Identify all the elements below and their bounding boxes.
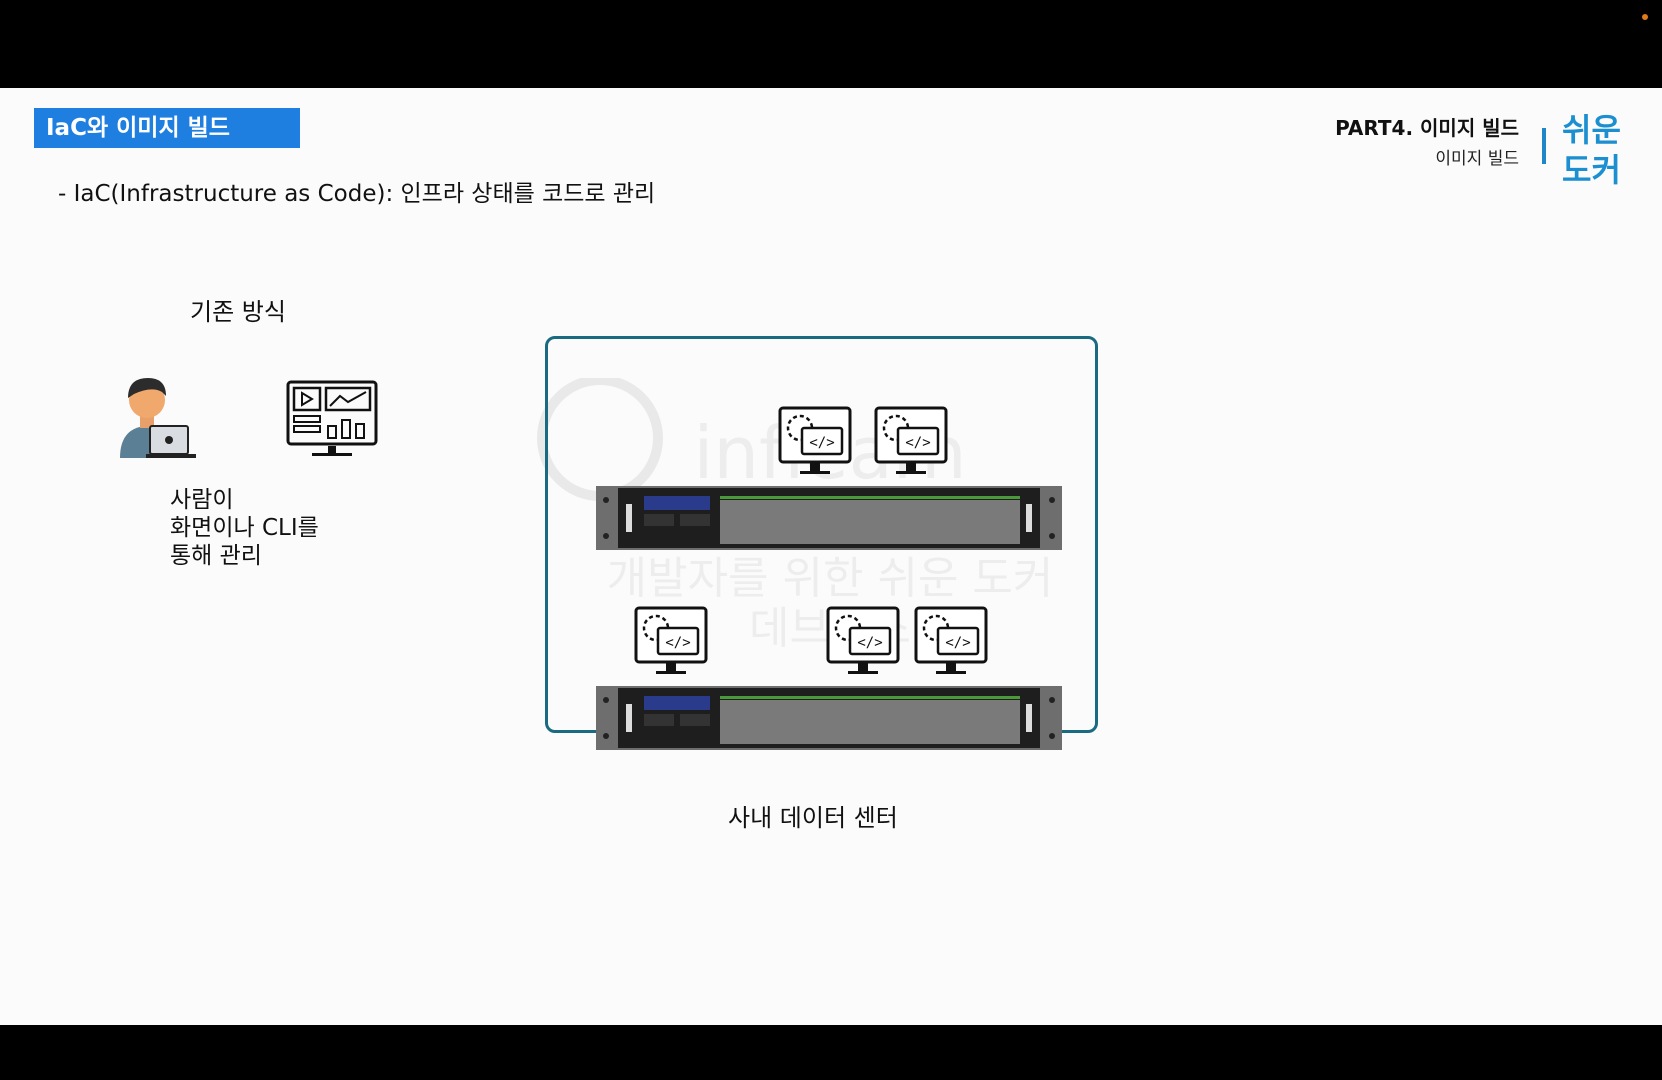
brand-line-2: 도커 — [1562, 151, 1621, 189]
part-subtitle: 이미지 빌드 — [1435, 149, 1519, 169]
code-monitor-icon: </> — [874, 406, 948, 474]
server-rack-icon — [596, 486, 1062, 550]
legacy-method-label: 기존 방식 — [190, 298, 286, 326]
header-divider — [1542, 128, 1546, 164]
svg-text:</>: </> — [857, 635, 882, 651]
recording-indicator — [1642, 14, 1648, 20]
brand-logo: 쉬운 도커 — [1562, 110, 1634, 190]
slide-title-badge: IaC와 이미지 빌드 — [34, 108, 300, 148]
bottom-letterbox — [0, 1025, 1662, 1080]
server-rack-icon — [596, 686, 1062, 750]
part-title: PART4. 이미지 빌드 — [1335, 116, 1519, 140]
code-monitor-icon: </> — [826, 606, 900, 674]
slide-subtitle: - IaC(Infrastructure as Code): 인프라 상태를 코… — [58, 181, 656, 207]
svg-text:</>: </> — [945, 635, 970, 651]
top-letterbox — [0, 0, 1662, 88]
legacy-description: 사람이 화면이나 CLI를 통해 관리 — [170, 486, 319, 570]
person-laptop-icon — [120, 378, 196, 458]
code-monitor-icon: </> — [914, 606, 988, 674]
description-line-3: 통해 관리 — [170, 543, 262, 569]
datacenter-label: 사내 데이터 센터 — [728, 804, 898, 832]
code-monitor-icon: </> — [778, 406, 852, 474]
slide: IaC와 이미지 빌드 - IaC(Infrastructure as Code… — [0, 88, 1662, 1025]
dashboard-monitor-icon — [286, 380, 378, 456]
description-line-1: 사람이 — [170, 487, 234, 513]
code-monitor-icon: </> — [634, 606, 708, 674]
svg-text:</>: </> — [905, 435, 930, 451]
svg-text:</>: </> — [665, 635, 690, 651]
svg-text:</>: </> — [809, 435, 834, 451]
brand-line-1: 쉬운 — [1562, 111, 1621, 149]
description-line-2: 화면이나 CLI를 — [170, 515, 319, 541]
